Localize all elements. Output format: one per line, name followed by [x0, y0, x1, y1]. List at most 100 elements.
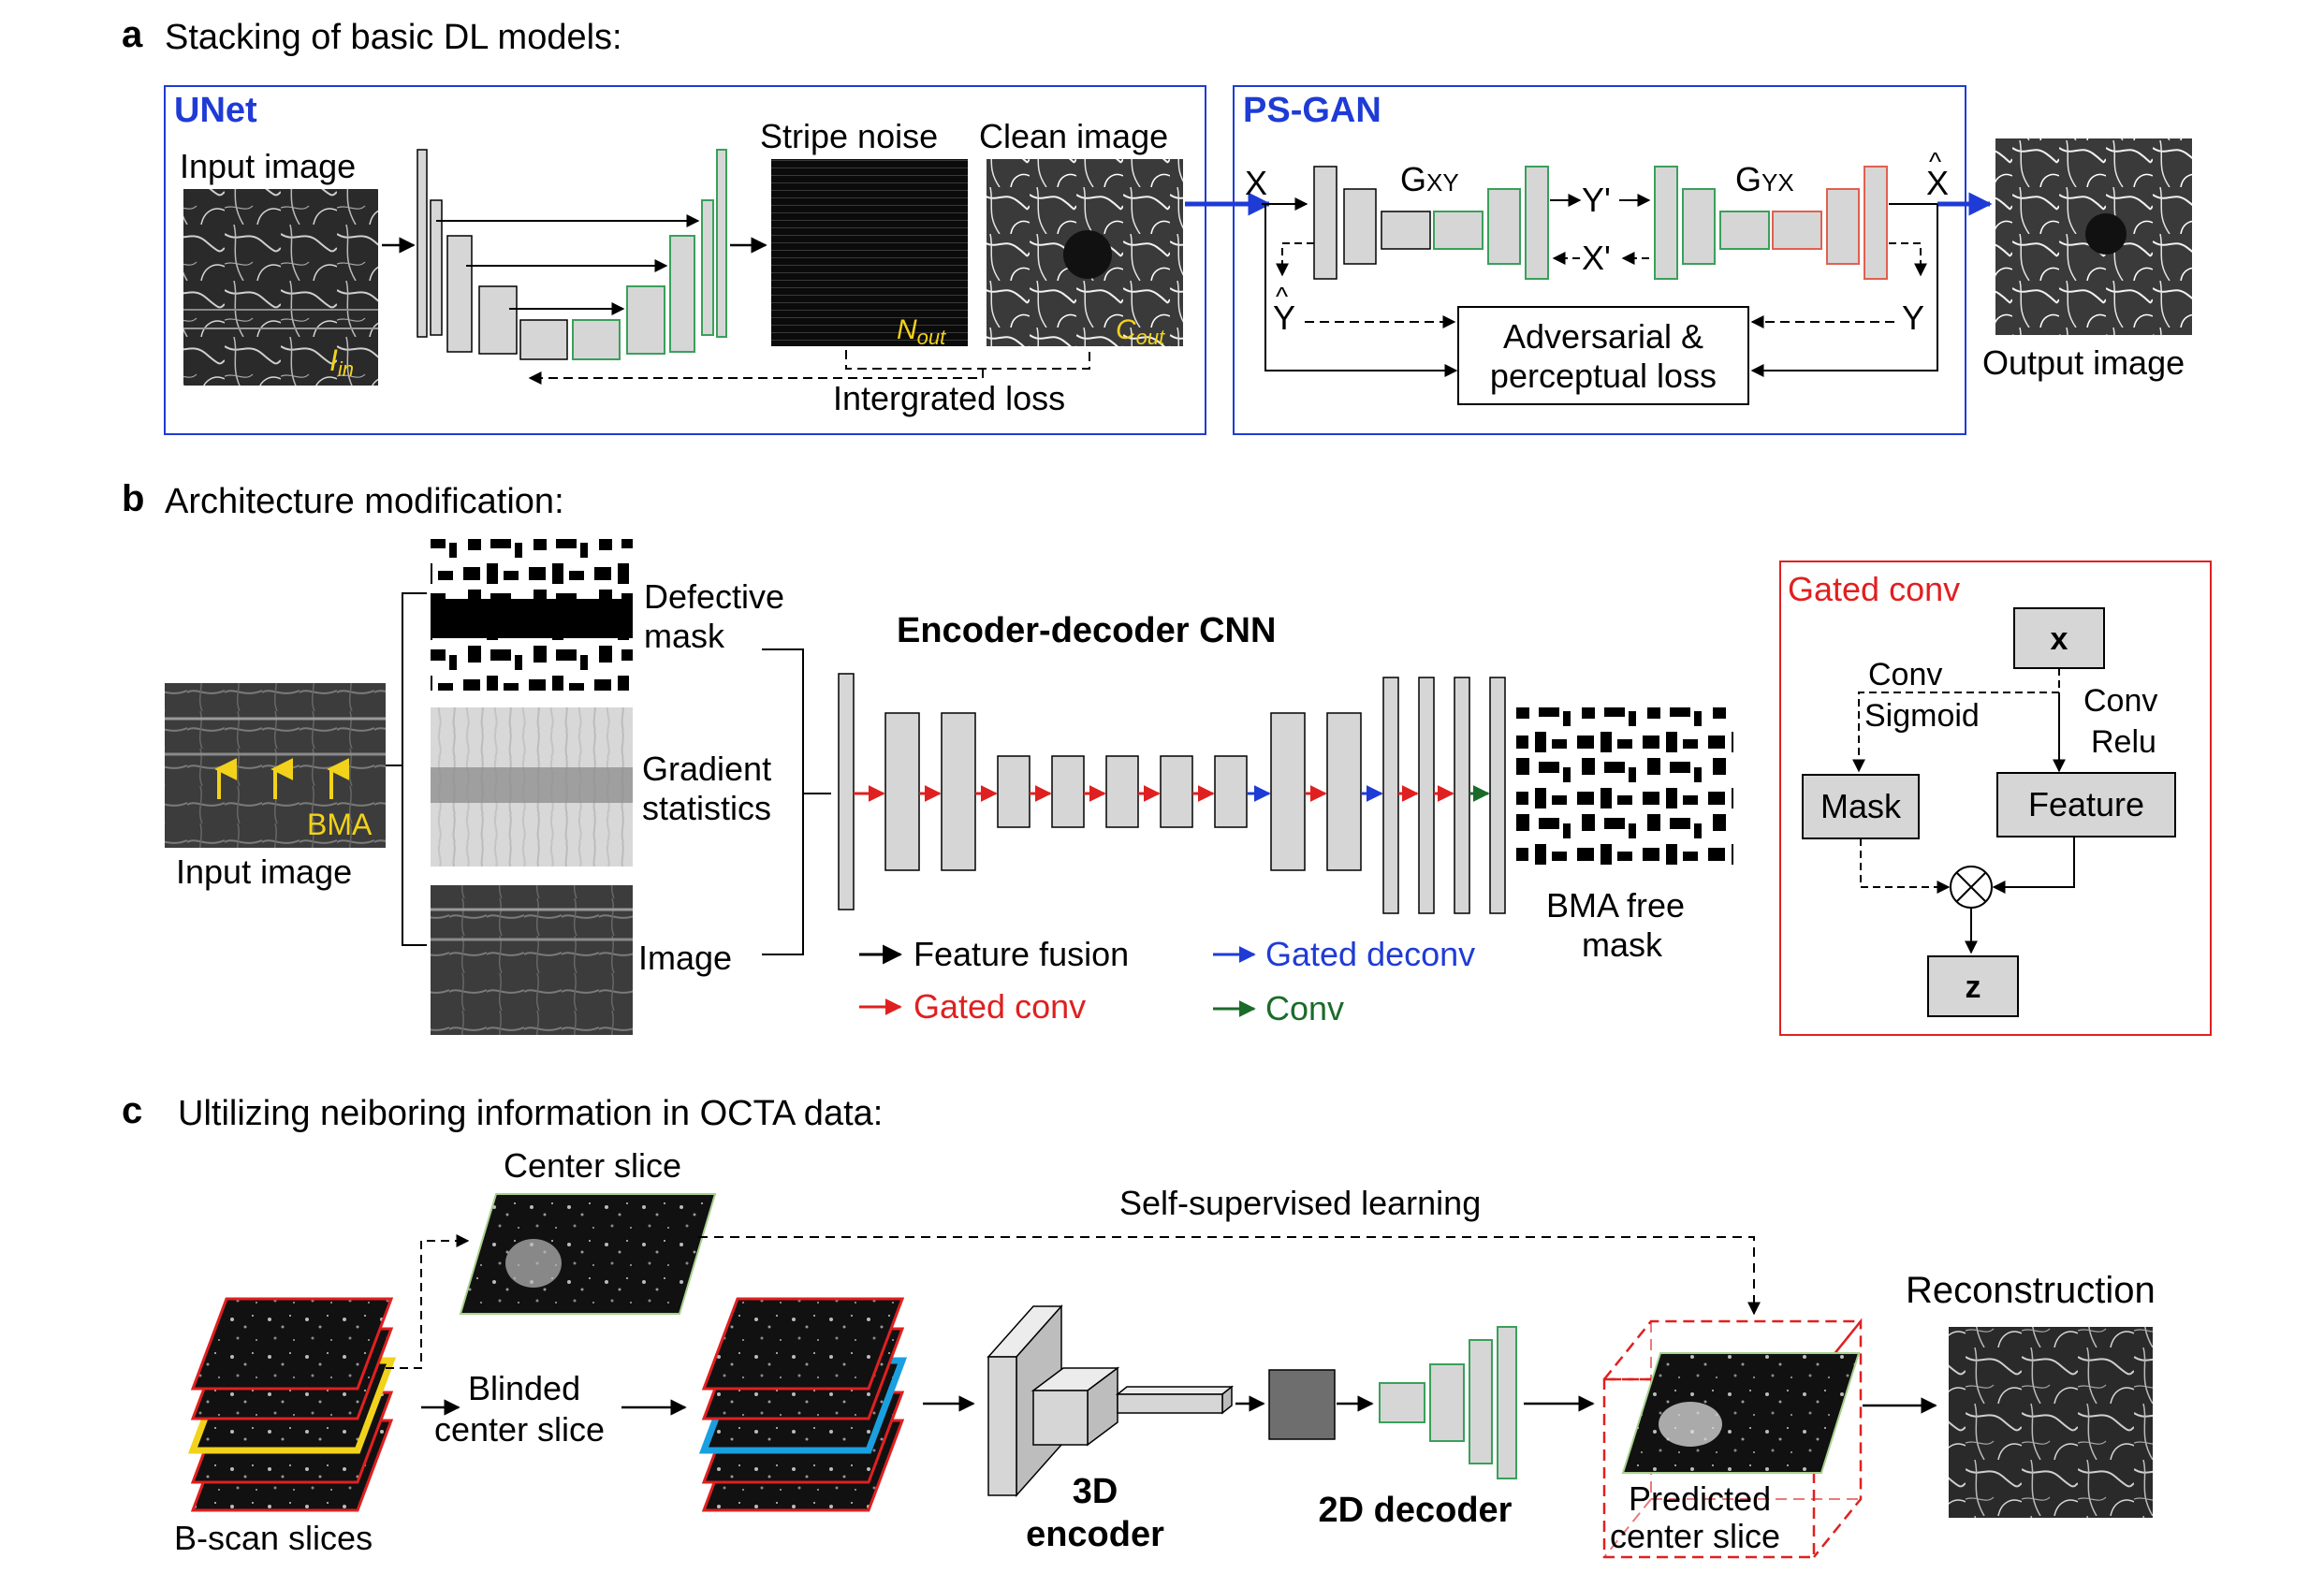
feature-box: [1996, 772, 2176, 837]
psgan-title: PS-GAN: [1243, 91, 1381, 130]
gated-conv-title: Gated conv: [1788, 570, 1960, 608]
y-label: Y: [1902, 299, 1924, 337]
unet-block: [519, 319, 568, 360]
mask-to-mult: [1860, 838, 1951, 894]
cube-side: [1813, 1318, 1863, 1558]
gxy-block: [1313, 166, 1337, 280]
gyx-label: GYX: [1735, 160, 1794, 198]
cnn-block: [884, 712, 920, 871]
panel-c: c Ultilizing neiboring information in OC…: [122, 1090, 2156, 1559]
gradient-line-1: Gradient: [642, 750, 771, 788]
legend-label: Feature fusion: [914, 935, 1129, 973]
predicted-line-2: center slice: [1610, 1517, 1780, 1555]
latent-block: [1268, 1369, 1336, 1440]
blinded-line-2: center slice: [434, 1410, 605, 1449]
predicted-blob: [1659, 1402, 1722, 1447]
stripe-noise-label: Stripe noise: [760, 117, 938, 155]
cnn-block: [1270, 712, 1306, 871]
clean-fovea: [1063, 230, 1112, 279]
gxy-block: [1433, 211, 1484, 250]
blinded-stack: [698, 1297, 908, 1512]
gxy-block: [1487, 188, 1521, 265]
output-fovea: [2085, 213, 2127, 255]
dec-block: [1469, 1339, 1493, 1464]
self-supervised-arrow: [698, 1236, 1761, 1316]
input-bracket: [386, 592, 427, 946]
n-out-label: Nout: [897, 314, 946, 349]
cnn-block: [941, 712, 976, 871]
unet-block: [626, 285, 665, 355]
encoder-line-2: encoder: [1026, 1515, 1164, 1554]
bscan-label: B-scan slices: [174, 1519, 373, 1557]
to-y: [1889, 242, 1927, 277]
center-slice-label: Center slice: [504, 1146, 681, 1185]
bma-free-line-2: mask: [1582, 925, 1663, 964]
xhat-to-loss: [1750, 204, 1938, 377]
cnn-block: [838, 673, 855, 910]
psgan-x: X: [1245, 164, 1267, 202]
center-slice-image: [459, 1193, 717, 1315]
x-prime-label: X': [1582, 239, 1611, 277]
unet-input-stripe: [183, 328, 378, 329]
dec-block: [1379, 1382, 1425, 1423]
gxy-blocks: [1313, 166, 1549, 280]
gyx-block: [1772, 211, 1822, 250]
dec-block: [1497, 1326, 1517, 1479]
cnn-block: [1214, 755, 1248, 828]
clean-image-label: Clean image: [979, 117, 1168, 155]
gxy-block: [1525, 166, 1549, 280]
decoder-label: 2D decoder: [1319, 1491, 1513, 1530]
mask-box: [1802, 774, 1920, 839]
decoder-2d: [1379, 1326, 1517, 1479]
unet-title: UNet: [174, 91, 257, 130]
center-slice-blob: [505, 1239, 562, 1288]
encoder-3d: [987, 1304, 1235, 1497]
legend-label: Gated deconv: [1265, 935, 1475, 973]
bma-label: BMA: [307, 808, 373, 841]
bscan-stack: [187, 1297, 397, 1512]
predicted-line-1: Predicted: [1629, 1479, 1771, 1518]
cnn-block: [1454, 677, 1470, 914]
gyx-block: [1719, 211, 1770, 250]
gyx-block: [1864, 166, 1888, 280]
unet-block: [417, 149, 428, 338]
to-center-slice: [386, 1234, 470, 1369]
reconstruction-image: [1949, 1327, 2153, 1518]
gated-z: z: [1966, 969, 1981, 1005]
blinded-line-1: Blinded: [468, 1369, 580, 1407]
cnn-block: [997, 755, 1030, 828]
gated-sigmoid-label: Sigmoid: [1864, 698, 1980, 734]
predicted-slice-image: [1621, 1352, 1861, 1474]
defective-line-2: mask: [644, 617, 725, 655]
panel-b-heading: Architecture modification:: [165, 482, 564, 521]
gradient-band: [431, 767, 633, 803]
gated-relu-label: Relu: [2091, 724, 2156, 760]
integrated-loss-label: Intergrated loss: [833, 379, 1065, 417]
self-supervised-label: Self-supervised learning: [1119, 1184, 1481, 1222]
enc-front-3: [1117, 1393, 1223, 1414]
gyx-block: [1826, 188, 1860, 265]
bscan-slice: [190, 1297, 394, 1391]
gxy-block: [1381, 211, 1431, 250]
to-yhat: [1276, 242, 1314, 277]
cnn-block: [1489, 677, 1506, 914]
b-input-label: Input image: [176, 852, 352, 891]
reconstruction-label: Reconstruction: [1906, 1270, 2156, 1311]
gated-conv2-label: Conv: [2083, 683, 2157, 719]
loss-line-1: Adversarial &: [1503, 317, 1703, 356]
cnn-block: [1382, 677, 1399, 914]
panel-c-letter: c: [122, 1090, 142, 1131]
panel-c-heading: Ultilizing neiboring information in OCTA…: [178, 1094, 883, 1133]
encoder-line-1: 3D: [1073, 1472, 1118, 1511]
enc-front: [987, 1356, 1017, 1496]
cube-front: [1602, 1377, 1816, 1559]
unet-block: [478, 285, 518, 355]
x-hat-label: X: [1926, 164, 1949, 202]
cnn-legend: Feature fusion Gated conv Gated deconv C…: [859, 935, 1475, 1027]
cnn-block: [1105, 755, 1139, 828]
panel-a-heading: Stacking of basic DL models:: [165, 18, 622, 57]
loss-bracket: [845, 350, 1090, 370]
loss-arrow: [528, 369, 984, 385]
cnn-blocks: [838, 673, 1506, 914]
cnn-block: [1418, 677, 1435, 914]
